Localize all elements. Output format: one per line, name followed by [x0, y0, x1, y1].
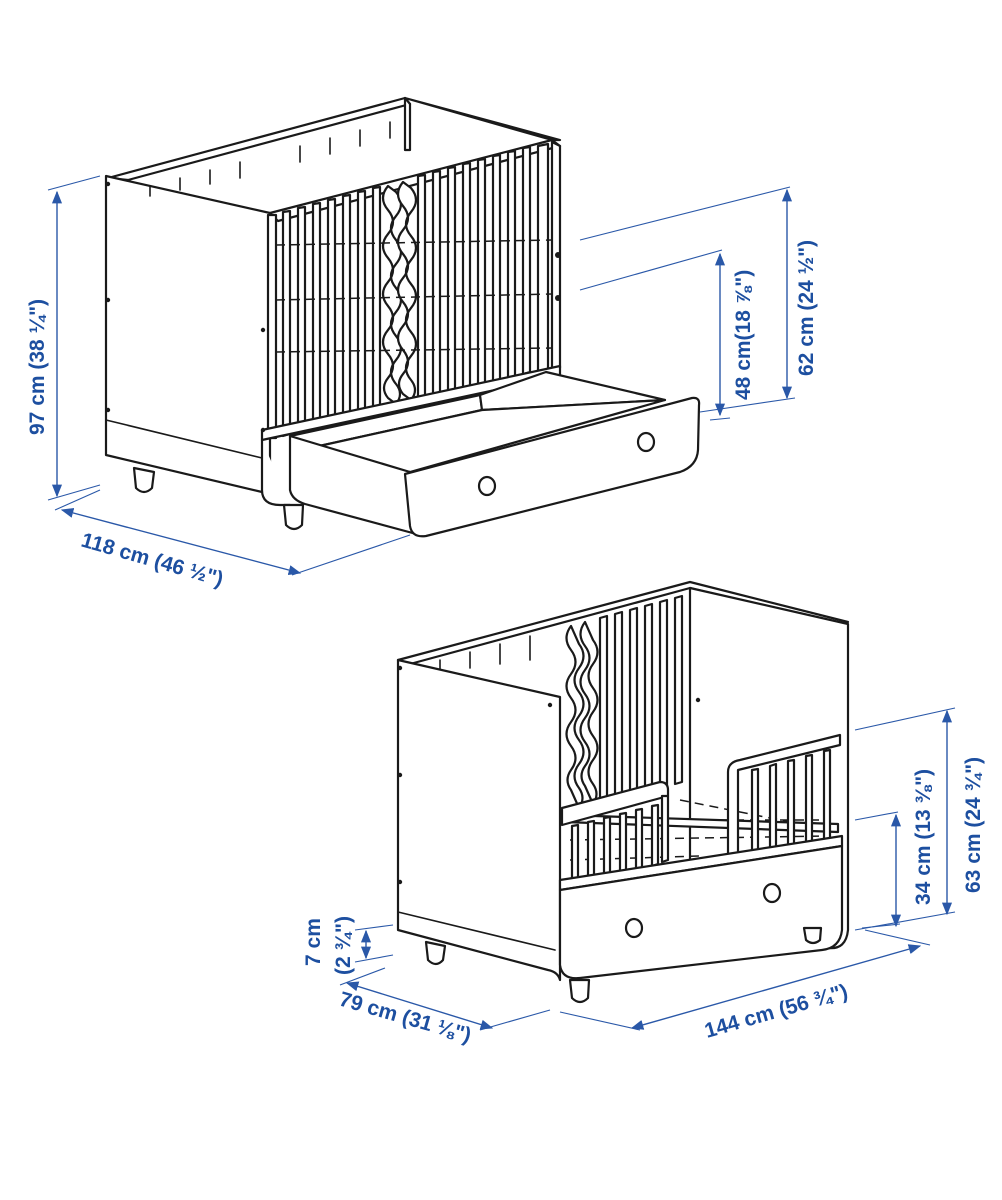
- drawer-knob: [762, 882, 782, 904]
- leg: [132, 466, 156, 494]
- drawer-front: [403, 396, 701, 538]
- left-end-panel: [396, 658, 562, 982]
- dim-inner-height-label: 48 cm(18 ⅞"): [732, 270, 755, 400]
- crib-view: 97 cm (38 ¼") 118 cm (46 ½") 62 cm (24 ½…: [26, 96, 818, 592]
- leg: [424, 940, 447, 966]
- crib-dimension-lines: [47, 175, 796, 576]
- dim-outer-height-label: 63 cm (24 ¾"): [962, 757, 985, 893]
- dim-length-label: 144 cm (56 ¾"): [702, 980, 850, 1043]
- leg: [282, 503, 305, 531]
- toddler-dimension-lines: [339, 707, 956, 1031]
- dim-inner-height-label: 34 cm (13 ⅜"): [912, 769, 935, 905]
- drawer-knob: [624, 917, 644, 939]
- drawer-knob: [477, 475, 497, 497]
- dim-clearance-in-label: (2 ¾"): [332, 916, 355, 975]
- decorative-slats: [381, 180, 418, 406]
- drawer: [288, 370, 701, 538]
- leg: [802, 926, 823, 945]
- dim-height-label: 97 cm (38 ¼"): [26, 299, 49, 435]
- back-slats: [149, 121, 391, 197]
- drawer-knob: [636, 431, 656, 453]
- dim-width-label: 79 cm (31 ⅛"): [337, 988, 474, 1048]
- dim-length-label: 118 cm (46 ½"): [79, 529, 226, 592]
- dim-clearance-cm-label: 7 cm: [302, 918, 325, 966]
- leg: [568, 978, 591, 1004]
- left-end-panel: [104, 174, 272, 502]
- toddler-bed-view: 7 cm (2 ¾") 79 cm (31 ⅛") 144 cm (56 ¾")…: [302, 580, 985, 1048]
- dim-outer-height-label: 62 cm (24 ½"): [795, 240, 818, 376]
